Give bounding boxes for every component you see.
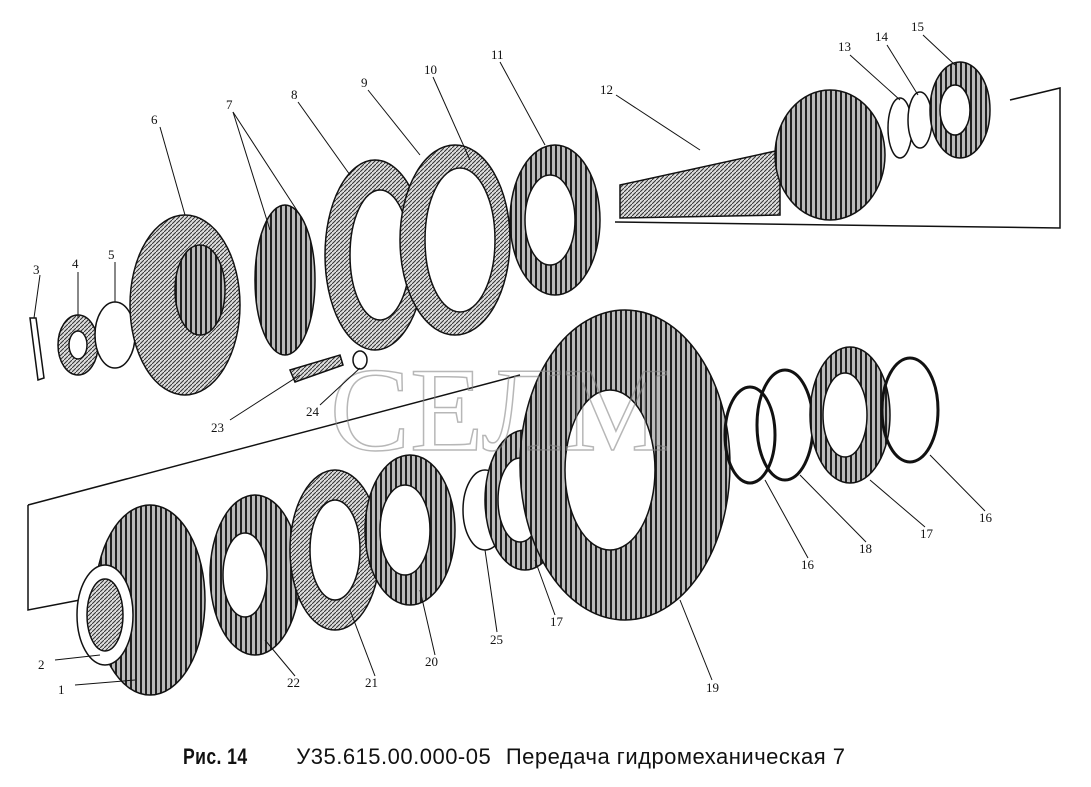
- callout-16b: 16: [979, 510, 993, 525]
- part-24-washer: [352, 350, 368, 370]
- callout-9: 9: [361, 75, 368, 90]
- callout-20: 20: [425, 654, 438, 669]
- callout-11: 11: [491, 47, 504, 62]
- callout-2: 2: [38, 657, 45, 672]
- lower-parts: [76, 309, 940, 696]
- leader-lines: [33, 34, 986, 686]
- callout-14: 14: [875, 29, 889, 44]
- part-3-cotter-pin: [29, 317, 45, 381]
- callout-21: 21: [365, 675, 378, 690]
- part-16-ring: [723, 385, 777, 485]
- callout-5: 5: [108, 247, 115, 262]
- callout-17b: 17: [920, 526, 934, 541]
- callout-25: 25: [490, 632, 503, 647]
- callout-16: 16: [801, 557, 815, 572]
- part-12-shaft: [619, 149, 781, 219]
- callout-7: 7: [226, 97, 233, 112]
- callout-10: 10: [424, 62, 437, 77]
- callout-17: 17: [550, 614, 564, 629]
- part-5-washer: [94, 301, 136, 369]
- figure-number: Рис. 14: [183, 744, 248, 769]
- upper-shaft-parts: [29, 61, 991, 396]
- part-14-ring: [907, 91, 933, 149]
- part-18-ring: [755, 368, 815, 482]
- callout-8: 8: [291, 87, 298, 102]
- callout-13: 13: [838, 39, 851, 54]
- callout-23: 23: [211, 420, 224, 435]
- callout-19: 19: [706, 680, 719, 695]
- figure-caption: Рис. 14 У35.615.00.000-05 Передача гидро…: [183, 744, 846, 770]
- figure-code: У35.615.00.000-05: [296, 744, 492, 769]
- figure-title: Передача гидромеханическая 7: [505, 744, 846, 769]
- callout-12: 12: [600, 82, 613, 97]
- part-7-seals: [254, 204, 316, 356]
- callout-3: 3: [33, 262, 40, 277]
- axis-frame: [27, 87, 1061, 611]
- callout-1: 1: [58, 682, 65, 697]
- callout-24: 24: [306, 404, 320, 419]
- part-16b-ring: [880, 356, 940, 464]
- callout-15: 15: [911, 19, 924, 34]
- callout-4: 4: [72, 256, 79, 271]
- callout-18: 18: [859, 541, 872, 556]
- callout-6: 6: [151, 112, 158, 127]
- callout-22: 22: [287, 675, 300, 690]
- watermark: СЕЛМ: [330, 343, 670, 476]
- callout-labels: 3 4 5 6 7 8 9 10 11 12 13 14 15 23 24 2 …: [33, 19, 993, 697]
- part-23-bolt: [288, 354, 344, 383]
